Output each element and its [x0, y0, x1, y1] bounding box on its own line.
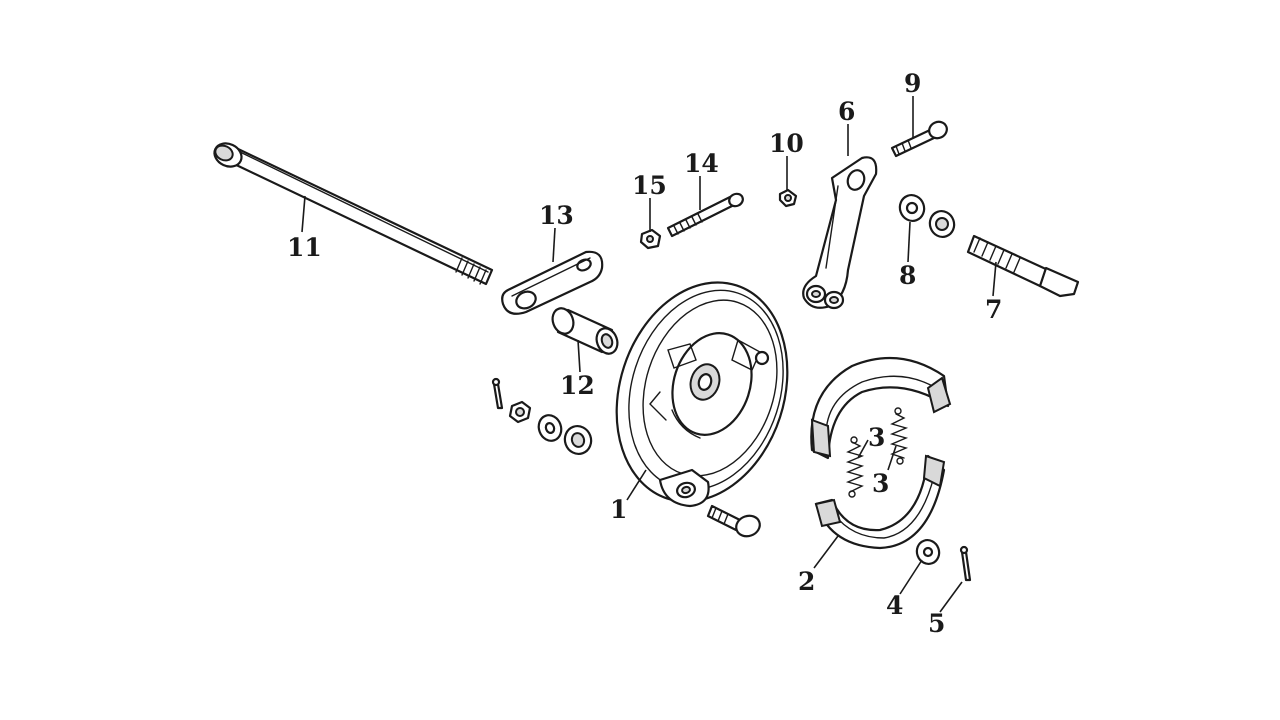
part-long-bolt — [666, 192, 744, 238]
callout-14: 14 — [684, 149, 719, 178]
callout-3b: 3 — [872, 469, 889, 498]
part-brake-lever — [802, 156, 878, 310]
part-washer-eight — [898, 194, 926, 222]
part-link-arm — [501, 250, 604, 315]
part-cotter-pin-right — [959, 545, 972, 582]
part-brake-cam — [966, 234, 1080, 298]
callout-11: 11 — [287, 233, 322, 262]
part-small-nut — [778, 188, 798, 208]
part-bushing-eight — [928, 210, 956, 238]
callout-6: 6 — [838, 97, 855, 126]
callout-1: 1 — [610, 495, 627, 524]
callout-12: 12 — [560, 371, 595, 400]
part-brake-shoe-lower — [814, 454, 946, 550]
callout-8: 8 — [899, 261, 916, 290]
callout-4: 4 — [886, 591, 903, 620]
callout-2: 2 — [798, 567, 815, 596]
callout-13: 13 — [539, 201, 574, 230]
part-brake-shoe-upper — [810, 356, 952, 460]
part-bushing-left — [563, 425, 593, 455]
callout-9: 9 — [904, 69, 921, 98]
part-return-spring-left — [845, 436, 865, 498]
part-lever-bolt — [890, 120, 948, 158]
callout-3a: 3 — [868, 423, 885, 452]
part-spacer-sleeve — [551, 307, 619, 355]
leader-lines — [301, 96, 997, 613]
callout-15: 15 — [632, 171, 667, 200]
part-washer-left — [537, 414, 563, 442]
callout-5: 5 — [928, 609, 945, 638]
part-washer-right — [915, 539, 941, 565]
part-cotter-pin-left — [491, 377, 504, 410]
part-nut-left — [508, 400, 532, 424]
part-return-spring-right — [889, 407, 909, 465]
callout-7: 7 — [985, 295, 1002, 324]
callout-labels: 1 2 3 3 4 5 6 7 8 9 10 11 12 13 14 15 — [287, 69, 1002, 638]
callout-10: 10 — [769, 129, 804, 158]
part-nut-fifteen — [639, 228, 662, 250]
part-stud-bolt — [706, 504, 761, 538]
part-axle — [213, 142, 494, 286]
part-brake-panel — [615, 281, 789, 508]
